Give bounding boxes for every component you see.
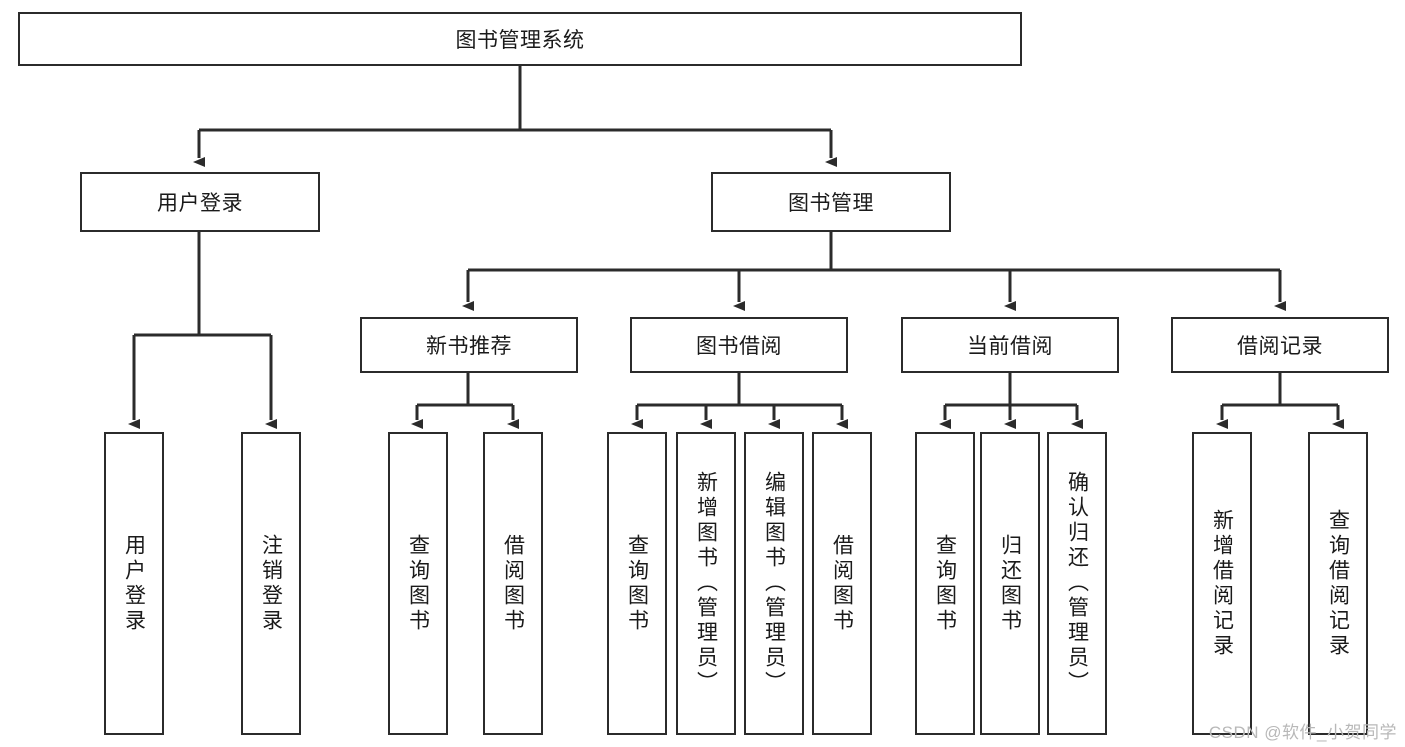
node-book-manage[interactable]: 图书管理 (711, 172, 951, 232)
node-leaf-confirm-return-label: 确认归还（管理员） (1065, 471, 1089, 696)
node-book-manage-label: 图书管理 (788, 192, 874, 215)
node-borrow-record-label: 借阅记录 (1237, 335, 1323, 358)
node-leaf-edit-book-label: 编辑图书（管理员） (762, 471, 786, 696)
node-leaf-query-book-1-label: 查询图书 (406, 533, 430, 634)
node-leaf-query-book-2[interactable]: 查询图书 (607, 432, 667, 735)
node-leaf-return-book[interactable]: 归还图书 (980, 432, 1040, 735)
node-leaf-add-record-label: 新增借阅记录 (1210, 508, 1234, 659)
node-leaf-logout-label: 注销登录 (259, 533, 283, 634)
node-leaf-user-login-label: 用户登录 (122, 533, 146, 634)
watermark: CSDN @软件_小贺同学 (1208, 723, 1397, 742)
node-leaf-add-record[interactable]: 新增借阅记录 (1192, 432, 1252, 735)
node-new-book-rec-label: 新书推荐 (426, 335, 512, 358)
node-root[interactable]: 图书管理系统 (18, 12, 1022, 66)
node-leaf-query-book-1[interactable]: 查询图书 (388, 432, 448, 735)
node-leaf-borrow-book-1[interactable]: 借阅图书 (483, 432, 543, 735)
node-current-borrow[interactable]: 当前借阅 (901, 317, 1119, 373)
node-leaf-query-record[interactable]: 查询借阅记录 (1308, 432, 1368, 735)
node-leaf-confirm-return[interactable]: 确认归还（管理员） (1047, 432, 1107, 735)
node-user-login-label: 用户登录 (157, 192, 243, 215)
node-current-borrow-label: 当前借阅 (967, 335, 1053, 358)
node-leaf-edit-book[interactable]: 编辑图书（管理员） (744, 432, 804, 735)
node-leaf-borrow-book-2-label: 借阅图书 (830, 533, 854, 634)
node-leaf-return-book-label: 归还图书 (998, 533, 1022, 634)
node-leaf-query-book-3[interactable]: 查询图书 (915, 432, 975, 735)
node-leaf-logout[interactable]: 注销登录 (241, 432, 301, 735)
node-leaf-borrow-book-1-label: 借阅图书 (501, 533, 525, 634)
node-user-login[interactable]: 用户登录 (80, 172, 320, 232)
node-borrow-record[interactable]: 借阅记录 (1171, 317, 1389, 373)
node-leaf-query-book-2-label: 查询图书 (625, 533, 649, 634)
node-book-borrow[interactable]: 图书借阅 (630, 317, 848, 373)
node-root-label: 图书管理系统 (455, 29, 585, 52)
node-leaf-add-book-label: 新增图书（管理员） (694, 471, 718, 696)
node-leaf-borrow-book-2[interactable]: 借阅图书 (812, 432, 872, 735)
node-book-borrow-label: 图书借阅 (696, 335, 782, 358)
node-new-book-rec[interactable]: 新书推荐 (360, 317, 578, 373)
node-leaf-user-login[interactable]: 用户登录 (104, 432, 164, 735)
node-leaf-add-book[interactable]: 新增图书（管理员） (676, 432, 736, 735)
node-leaf-query-book-3-label: 查询图书 (933, 533, 957, 634)
node-leaf-query-record-label: 查询借阅记录 (1326, 508, 1350, 659)
